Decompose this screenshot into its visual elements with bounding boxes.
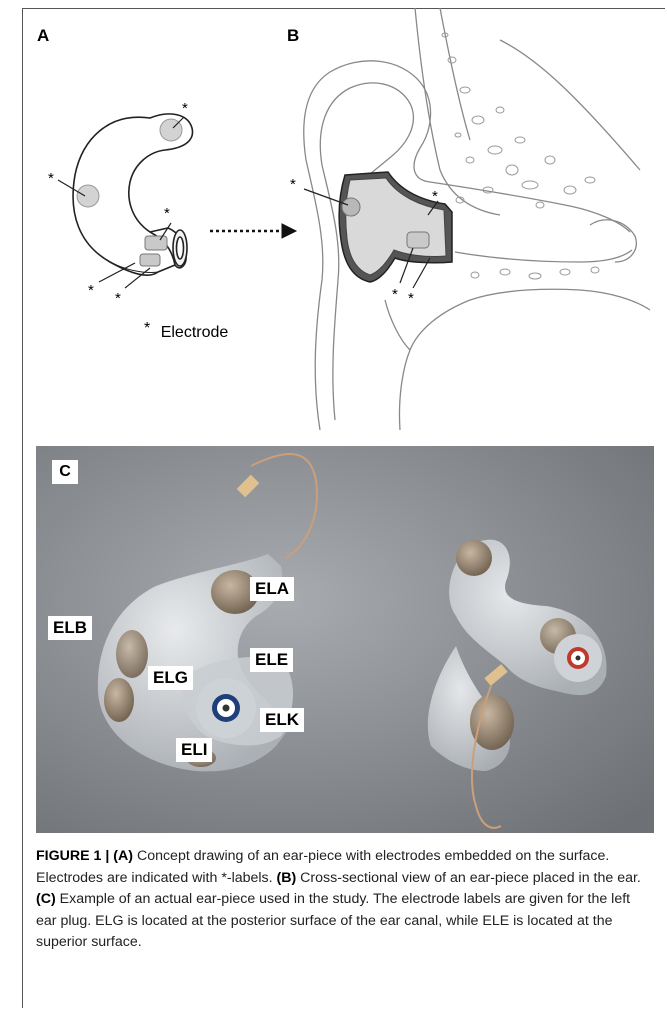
electrode-label-ela: ELA <box>250 577 294 601</box>
asterisk: * <box>115 290 121 307</box>
caption-c-tag: (C) <box>36 891 56 907</box>
asterisk: * <box>88 282 94 299</box>
electrode-label-ele: ELE <box>250 648 293 672</box>
panel-c-label: C <box>52 460 78 484</box>
figure-caption: FIGURE 1 | (A) Concept drawing of an ear… <box>36 846 652 954</box>
asterisk: * <box>290 176 296 193</box>
photo-illustration <box>36 446 654 833</box>
asterisk: * <box>164 205 170 222</box>
asterisk: * <box>392 286 398 303</box>
asterisk: * <box>182 100 188 117</box>
caption-a-tag: (A) <box>113 848 133 864</box>
earpiece-photo: C ELA ELB ELG ELE ELK ELI <box>36 446 654 833</box>
transition-arrow <box>210 224 296 238</box>
legend: * Electrode <box>144 324 228 342</box>
figure-number: FIGURE 1 | <box>36 848 113 864</box>
caption-b-tag: (B) <box>277 870 297 886</box>
electrode-label-elk: ELK <box>260 708 304 732</box>
asterisk: * <box>432 188 438 205</box>
asterisk: * <box>408 290 414 307</box>
electrode-label-elb: ELB <box>48 616 92 640</box>
bone-texture <box>442 33 599 279</box>
legend-text: Electrode <box>161 324 229 341</box>
earpiece-concept-drawing <box>73 114 192 275</box>
asterisk: * <box>48 170 54 187</box>
electrode-label-eli: ELI <box>176 738 212 762</box>
caption-c-text: Example of an actual ear-piece used in t… <box>36 891 630 950</box>
caption-b-text: Cross-sectional view of an ear-piece pla… <box>296 870 641 886</box>
electrode-label-elg: ELG <box>148 666 193 690</box>
legend-asterisk: * <box>144 320 150 337</box>
concept-drawings <box>22 8 665 438</box>
